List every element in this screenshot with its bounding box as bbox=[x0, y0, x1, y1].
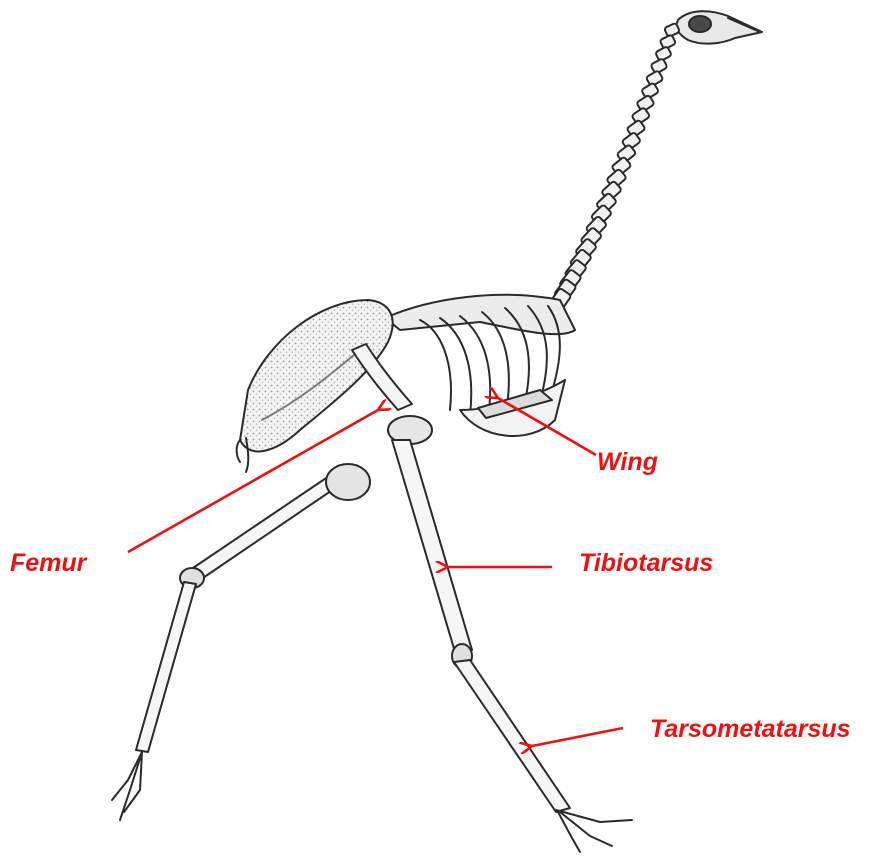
tarsometatarsus-bone bbox=[454, 660, 570, 812]
tarsometatarsus-label: Tarsometatarsus bbox=[650, 717, 851, 742]
tibiotarsus-bone bbox=[392, 440, 472, 652]
ribcage bbox=[385, 295, 575, 436]
tibiotarsus-label: Tibiotarsus bbox=[579, 551, 713, 576]
left-knee-joint bbox=[326, 464, 370, 500]
wing-label: Wing bbox=[597, 450, 658, 475]
neck-vertebrae bbox=[549, 23, 680, 312]
skull bbox=[676, 11, 762, 43]
right-foot bbox=[556, 810, 632, 852]
left-tarsometatarsus-bone bbox=[136, 582, 196, 752]
femur-label: Femur bbox=[10, 551, 86, 576]
left-foot bbox=[112, 752, 142, 820]
tarsometatarsus-arrow bbox=[532, 728, 623, 746]
